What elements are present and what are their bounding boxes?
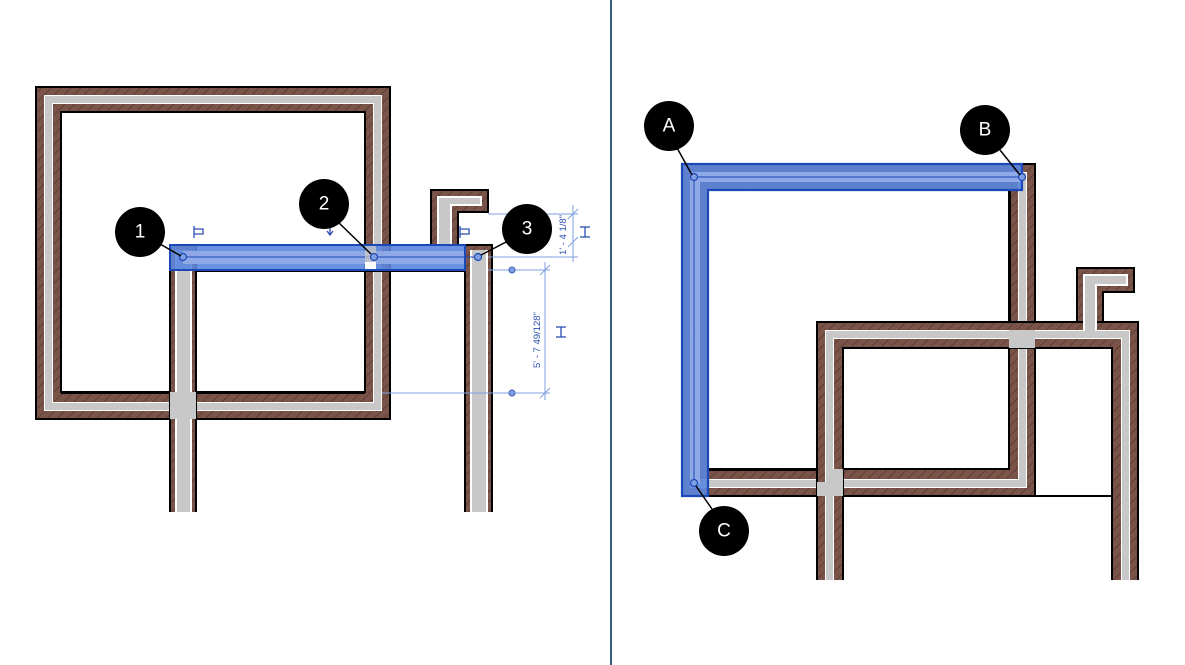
grip-B[interactable] (1017, 172, 1027, 182)
left-room-right-wall (464, 244, 493, 512)
grip-1[interactable] (178, 252, 188, 262)
dim-grip-top[interactable] (508, 266, 516, 274)
grip-C[interactable] (689, 478, 699, 488)
svg-text:C: C (717, 521, 731, 542)
callout-A: A (644, 101, 694, 151)
svg-text:3: 3 (522, 219, 533, 240)
grip-A[interactable] (689, 172, 699, 182)
right-notch-wall (1076, 267, 1135, 331)
grip-2[interactable] (369, 252, 379, 262)
right-panel: A B C (644, 101, 1139, 580)
callout-C: C (699, 506, 749, 556)
callout-1: 1 (115, 207, 165, 257)
left-selected-wall (169, 244, 478, 271)
svg-text:2: 2 (319, 194, 330, 215)
callout-2: 2 (299, 179, 349, 229)
left-panel: 5' - 7 49/128" 1' - 4 1/8" 1 (35, 86, 590, 512)
left-dimensions (382, 205, 579, 400)
left-leaders (159, 221, 509, 257)
callout-3: 3 (502, 204, 552, 254)
dimension-top-offset-label: 1' - 4 1/8" (558, 215, 569, 255)
right-lower-room-walls (816, 321, 1139, 580)
callout-B: B (960, 105, 1010, 155)
svg-text:1: 1 (135, 222, 146, 243)
grip-3[interactable] (473, 252, 483, 262)
svg-text:B: B (979, 120, 992, 141)
right-leaders (675, 145, 1021, 510)
svg-text:A: A (663, 116, 676, 137)
dimension-lock-icon[interactable] (556, 226, 590, 338)
dim-grip-bottom[interactable] (508, 389, 516, 397)
dimension-vertical-label: 5' - 7 49/128" (532, 312, 543, 368)
